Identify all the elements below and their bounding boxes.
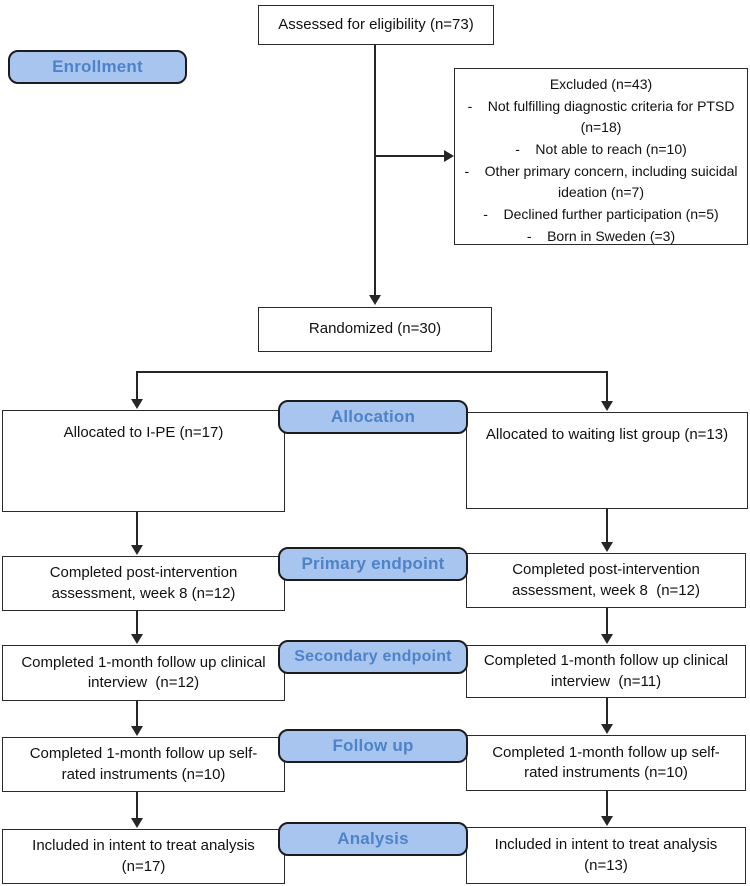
arrowhead-excluded: [444, 150, 454, 162]
connector-left-4: [136, 792, 138, 818]
excluded-reason: - Declined further participation (n=5): [483, 206, 719, 223]
arrowhead-left-2: [131, 634, 143, 644]
stage-label-secondary-endpoint-text: Secondary endpoint: [294, 648, 452, 665]
connector-right-4: [606, 791, 608, 816]
right-self-rated-box: Completed 1-month follow up self-rated i…: [466, 735, 746, 791]
stage-label-enrollment-text: Enrollment: [52, 57, 143, 76]
randomized-box: Randomized (n=30): [258, 307, 492, 352]
stage-label-enrollment: Enrollment: [8, 50, 187, 84]
stage-label-secondary-endpoint: Secondary endpoint: [278, 640, 468, 674]
right-clinical-interview-text: Completed 1-month follow up clinical int…: [483, 652, 733, 690]
connector-to-excluded: [375, 155, 444, 157]
connector-right-3: [606, 698, 608, 724]
left-self-rated-text: Completed 1-month follow up self-rated i…: [29, 745, 258, 783]
connector-split-left: [136, 371, 138, 399]
stage-label-follow-up: Follow up: [278, 729, 468, 763]
left-clinical-interview-box: Completed 1-month follow up clinical int…: [2, 645, 285, 701]
arrowhead-left-4: [131, 818, 143, 828]
arrowhead-right-1: [601, 542, 613, 552]
stage-label-analysis-text: Analysis: [337, 829, 409, 848]
left-intent-to-treat-text: Included in intent to treat analysis (n=…: [32, 837, 259, 875]
stage-label-allocation: Allocation: [278, 400, 468, 434]
right-self-rated-text: Completed 1-month follow up self-rated i…: [492, 743, 720, 781]
assessed-eligibility-box: Assessed for eligibility (n=73): [258, 5, 494, 45]
connector-right-1: [606, 509, 608, 542]
randomized-text: Randomized (n=30): [308, 320, 442, 338]
connector-assessed-to-randomized: [374, 45, 376, 295]
connector-left-1: [136, 512, 138, 545]
connector-split-right: [606, 371, 608, 401]
arrowhead-right-2: [601, 634, 613, 644]
assessed-eligibility-text: Assessed for eligibility (n=73): [278, 15, 474, 33]
right-clinical-interview-box: Completed 1-month follow up clinical int…: [466, 645, 746, 698]
connector-right-2: [606, 608, 608, 634]
connector-split-horizontal: [136, 371, 608, 373]
arrowhead-right-3: [601, 724, 613, 734]
excluded-reason: - Not able to reach (n=10): [515, 141, 687, 158]
arrowhead-allocated-right: [601, 401, 613, 411]
left-post-intervention-box: Completed post-intervention assessment, …: [2, 556, 285, 611]
connector-left-2: [136, 611, 138, 634]
left-post-intervention-text: Completed post-intervention assessment, …: [49, 564, 242, 602]
arrowhead-right-4: [601, 816, 613, 826]
stage-label-analysis: Analysis: [278, 822, 468, 856]
excluded-title: Excluded (n=43): [549, 76, 653, 92]
left-self-rated-box: Completed 1-month follow up self-rated i…: [2, 737, 285, 792]
right-post-intervention-text: Completed post-intervention assessment, …: [511, 561, 704, 599]
connector-left-3: [136, 701, 138, 726]
allocated-waiting-list-box: Allocated to waiting list group (n=13): [466, 412, 748, 509]
stage-label-follow-up-text: Follow up: [332, 736, 414, 755]
arrowhead-left-1: [131, 545, 143, 555]
excluded-reason: - Other primary concern, including suici…: [464, 162, 742, 201]
arrowhead-randomized: [369, 295, 381, 305]
left-clinical-interview-text: Completed 1-month follow up clinical int…: [21, 653, 270, 691]
right-post-intervention-box: Completed post-intervention assessment, …: [466, 553, 746, 608]
arrowhead-allocated-left: [131, 399, 143, 409]
stage-label-allocation-text: Allocation: [330, 407, 416, 426]
excluded-reason: - Born in Sweden (=3): [526, 227, 676, 244]
stage-label-primary-endpoint: Primary endpoint: [278, 547, 468, 581]
left-intent-to-treat-box: Included in intent to treat analysis (n=…: [2, 829, 285, 884]
arrowhead-left-3: [131, 726, 143, 736]
right-intent-to-treat-text: Included in intent to treat analysis (n=…: [494, 836, 722, 874]
excluded-box: Excluded (n=43) - Not fulfilling diagnos…: [454, 68, 748, 245]
allocated-ipe-text: Allocated to I-PE (n=17): [63, 424, 224, 441]
allocated-waiting-list-text: Allocated to waiting list group (n=13): [485, 426, 729, 443]
stage-label-primary-endpoint-text: Primary endpoint: [301, 554, 445, 573]
excluded-reason: - Not fulfilling diagnostic criteria for…: [467, 97, 739, 136]
allocated-ipe-box: Allocated to I-PE (n=17): [2, 410, 285, 512]
right-intent-to-treat-box: Included in intent to treat analysis (n=…: [466, 827, 746, 884]
